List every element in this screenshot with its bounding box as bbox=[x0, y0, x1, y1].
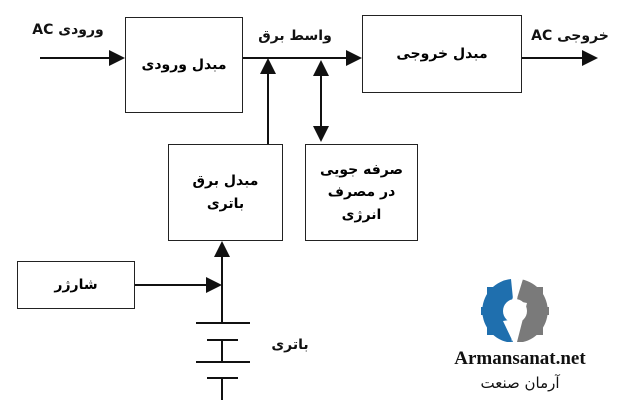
logo-icon bbox=[481, 279, 549, 342]
input-converter-block: مبدل ورودی bbox=[125, 17, 243, 113]
output-converter-block: مبدل خروجی bbox=[362, 15, 522, 93]
charger-block: شارژر bbox=[17, 261, 135, 309]
battery-symbol bbox=[196, 322, 250, 400]
ac-input-label: ورودی AC bbox=[32, 22, 104, 38]
battery-converter-block: مبدل برق باتری bbox=[168, 144, 283, 241]
battery-label: باتری bbox=[271, 337, 309, 353]
dc-bus-label: واسط برق bbox=[258, 28, 332, 44]
logo-name-text: آرمان صنعت bbox=[480, 374, 560, 392]
logo-site-text: Armansanat.net bbox=[454, 348, 586, 369]
ac-output-label: خروجی AC bbox=[531, 28, 609, 44]
energy-saving-block: صرفه جویی در مصرف انرژی bbox=[305, 144, 418, 241]
